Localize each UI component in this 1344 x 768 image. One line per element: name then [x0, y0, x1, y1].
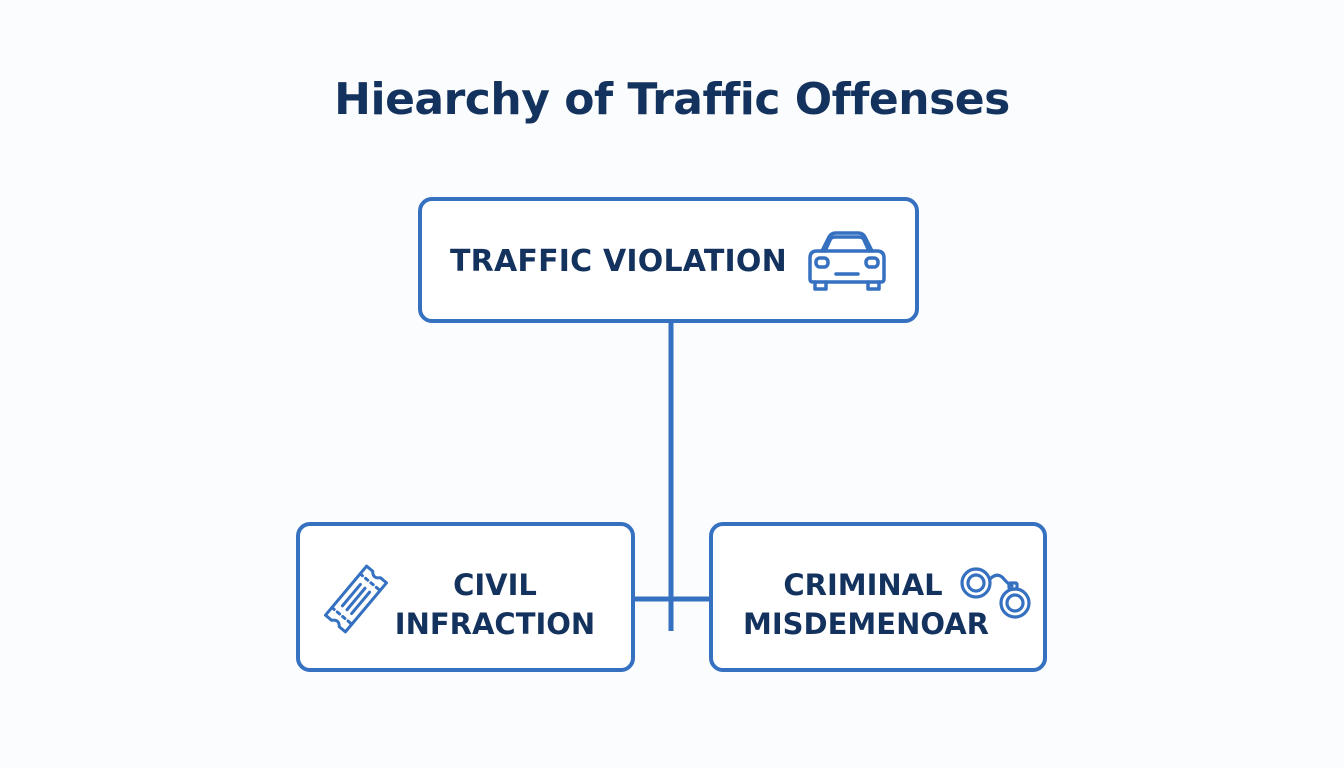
node-criminal-misdemeanor-label-line2: MISDEMENOAR: [743, 607, 990, 641]
node-civil-infraction-label-line1: CIVIL: [453, 568, 537, 602]
node-traffic-violation-label: TRAFFIC VIOLATION: [450, 244, 787, 279]
node-criminal-misdemeanor-label-line1: CRIMINAL: [783, 568, 943, 602]
diagram-title: Hiearchy of Traffic Offenses: [334, 74, 1010, 125]
ticket-icon: [323, 564, 389, 634]
node-civil-infraction-label-line2: INFRACTION: [394, 607, 596, 641]
node-civil-infraction: CIVIL INFRACTION: [296, 522, 635, 672]
node-criminal-misdemeanor: CRIMINAL MISDEMENOAR: [709, 522, 1047, 672]
car-icon: [808, 231, 886, 291]
node-civil-infraction-label: CIVIL INFRACTION: [384, 566, 606, 644]
handcuffs-icon: [960, 567, 1031, 619]
node-criminal-misdemeanor-label: CRIMINAL MISDEMENOAR: [743, 566, 990, 644]
node-traffic-violation: TRAFFIC VIOLATION: [418, 197, 919, 323]
